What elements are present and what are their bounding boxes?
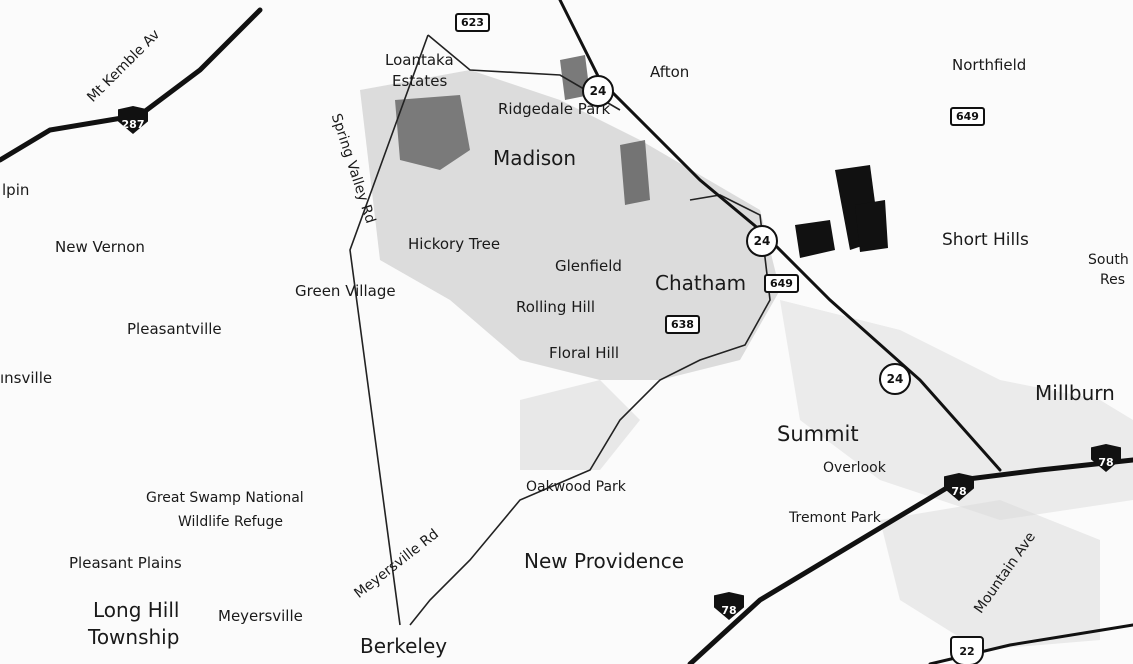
place-label-insville: ınsville [0,369,53,387]
place-label-green-village: Green Village [295,282,396,300]
place-label-long-hill-line2: Township [88,625,180,649]
place-label-loantaka: Loantaka [385,51,454,69]
place-label-overlook: Overlook [823,460,886,476]
place-label-pleasantville: Pleasantville [127,320,222,338]
place-label-tremont-park: Tremont Park [789,510,881,526]
place-label-rolling-hill: Rolling Hill [516,298,596,316]
route-649-shield: 649 [950,107,985,126]
place-label-great-swamp-line1: Great Swamp National [146,490,304,506]
place-label-summit: Summit [777,422,859,446]
us-22-shield: 22 [950,636,984,664]
place-label-berkeley: Berkeley [360,634,448,658]
place-label-chatham: Chatham [655,271,747,295]
place-label-new-providence: New Providence [524,549,685,573]
black-patches [795,165,888,258]
place-label-short-hills: Short Hills [942,230,1029,250]
place-label-meyersville: Meyersville [218,607,303,625]
place-label-estates: Estates [392,72,448,90]
place-label-ridgedale-park: Ridgedale Park [498,100,611,118]
route-649-shield: 649 [764,274,799,293]
place-label-glenfield: Glenfield [555,257,622,275]
place-label-new-vernon: New Vernon [55,238,145,256]
place-label-south-line2: Res [1100,272,1126,288]
route-24-shield: 24 [746,225,778,257]
route-623-shield: 623 [455,13,490,32]
place-label-hickory-tree: Hickory Tree [408,235,501,253]
place-label-lpin: lpin [2,181,30,199]
place-label-great-swamp-line2: Wildlife Refuge [178,514,283,530]
place-label-long-hill-line1: Long Hill [93,598,180,622]
dense-patches [395,55,650,205]
place-label-northfield: Northfield [952,56,1027,74]
place-label-floral-hill: Floral Hill [549,344,620,362]
place-label-afton: Afton [650,63,690,81]
place-label-millburn: Millburn [1035,381,1115,405]
place-label-oakwood-park: Oakwood Park [526,479,626,495]
route-24-shield: 24 [879,363,911,395]
place-label-pleasant-plains: Pleasant Plains [69,554,182,572]
place-label-south-line1: South [1088,252,1129,268]
route-638-shield: 638 [665,315,700,334]
place-label-madison: Madison [493,146,577,170]
route-24-shield: 24 [582,75,614,107]
